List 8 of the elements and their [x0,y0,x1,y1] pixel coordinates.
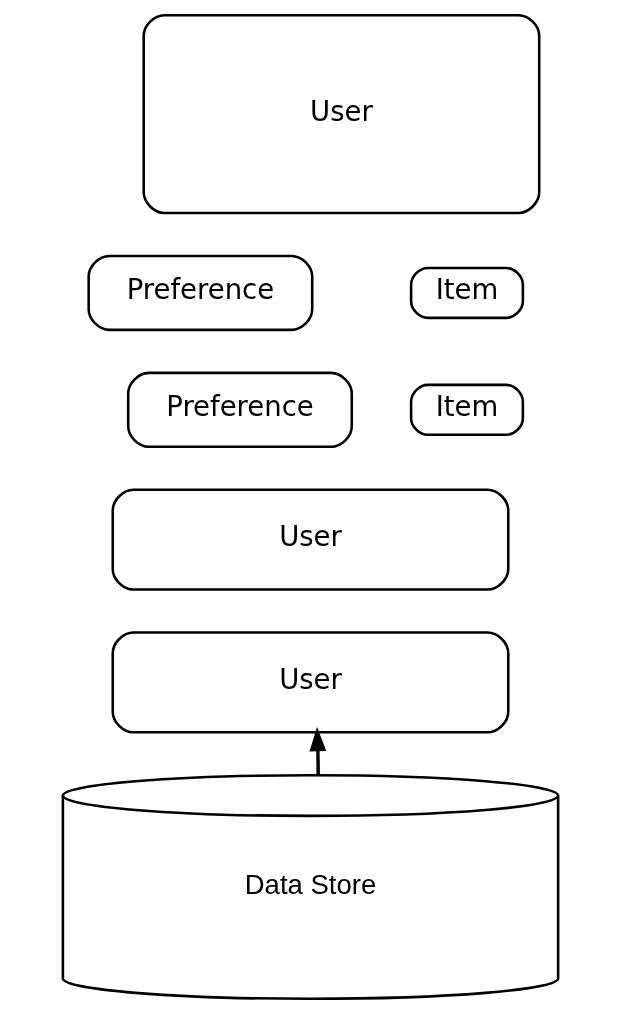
node-box: Preference [87,254,314,332]
node-box: Item [409,266,525,320]
node-box: User [111,488,510,591]
node-box: User [111,631,510,734]
node-box: Item [409,383,525,437]
node-box: User [142,13,541,215]
arrow [309,727,327,775]
node-box: Preference [126,371,354,449]
